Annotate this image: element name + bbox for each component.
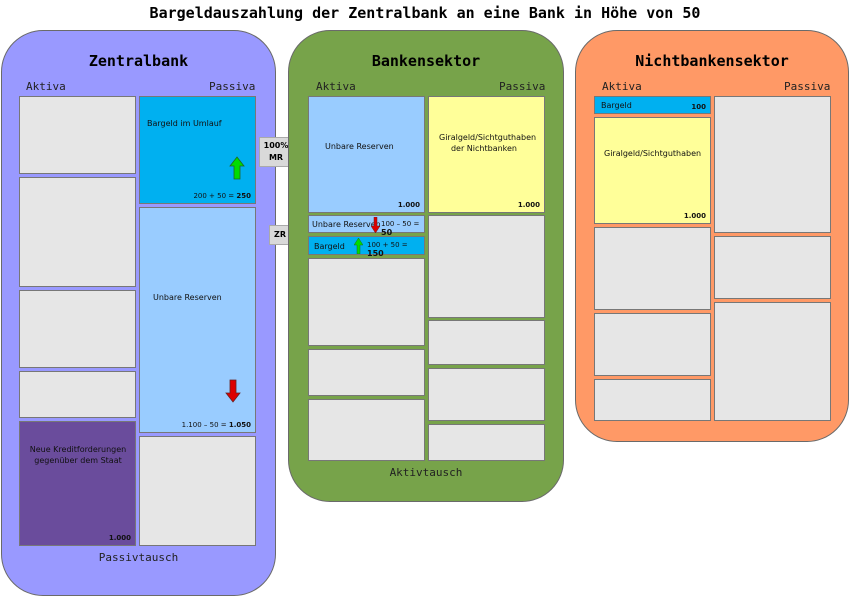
nb-giralgeld-box: Giralgeld/Sichtguthaben 1.000 <box>594 117 711 224</box>
mr-tag: 100% MR <box>259 137 293 167</box>
bs-giralgeld-box: Giralgeld/Sichtguthaben der Nichtbanken … <box>428 96 545 213</box>
nb-passiva-box-empty-2 <box>714 236 831 299</box>
nb-bargeld-value: 100 <box>691 103 706 111</box>
zb-reserven-calc: 1.100 – 50 = 1.050 <box>181 421 251 429</box>
nichtbanken-aktiva-label: Aktiva <box>602 80 642 93</box>
arrow-up-icon <box>354 238 363 254</box>
bs-passiva-box-empty-3 <box>428 368 545 421</box>
bankensektor-footer: Aktivtausch <box>389 466 463 479</box>
bs-zr-reserven-calc: 100 – 50 = 50 <box>381 220 420 237</box>
nb-bargeld-box: Bargeld 100 <box>594 96 711 114</box>
bs-aktiva-box-empty-2 <box>308 349 425 396</box>
zb-aktiva-box-4 <box>19 371 136 418</box>
nb-aktiva-box-empty-2 <box>594 313 711 376</box>
bs-passiva-box-empty-4 <box>428 424 545 461</box>
bs-reserven-label: Unbare Reserven <box>325 142 394 151</box>
mr-tag-line1: 100% <box>263 141 289 150</box>
arrow-down-icon <box>225 379 241 403</box>
bs-zr-reserven-label: Unbare Reserven <box>312 220 381 229</box>
zr-tag-label: ZR <box>274 230 286 239</box>
bankensektor-aktiva-label: Aktiva <box>316 80 356 93</box>
bankensektor-title: Bankensektor <box>371 52 481 70</box>
bs-aktiva-box-empty-3 <box>308 399 425 461</box>
zentralbank-footer: Passivtausch <box>98 551 179 564</box>
zb-reserven-label: Unbare Reserven <box>153 293 222 302</box>
bs-passiva-box-empty-1 <box>428 215 545 318</box>
bs-passiva-box-empty-2 <box>428 320 545 365</box>
zentralbank-aktiva-label: Aktiva <box>26 80 66 93</box>
bs-bargeld-label: Bargeld <box>314 242 345 251</box>
zb-kredit-value: 1.000 <box>108 534 131 542</box>
nb-giral-value: 1.000 <box>683 212 706 220</box>
zb-bargeld-calc: 200 + 50 = 250 <box>193 192 251 200</box>
zentralbank-passiva-label: Passiva <box>209 80 256 93</box>
zb-bargeld-label: Bargeld im Umlauf <box>147 119 222 128</box>
nichtbanken-title: Nichtbankensektor <box>635 52 789 70</box>
bankensektor-passiva-label: Passiva <box>499 80 546 93</box>
nb-aktiva-box-empty-1 <box>594 227 711 310</box>
zb-unbare-reserven-box: Unbare Reserven 1.100 – 50 = 1.050 <box>139 207 256 433</box>
mr-tag-line2: MR <box>268 153 284 162</box>
bs-giral-value: 1.000 <box>517 201 540 209</box>
zb-kredit-label: Neue Kreditforderungen gegenüber dem Sta… <box>29 445 127 465</box>
zb-aktiva-box-2 <box>19 177 136 287</box>
zb-kreditforderungen-box: Neue Kreditforderungen gegenüber dem Sta… <box>19 421 136 546</box>
nb-aktiva-box-empty-3 <box>594 379 711 421</box>
zb-aktiva-box-3 <box>19 290 136 368</box>
bs-reserven-value: 1.000 <box>397 201 420 209</box>
zentralbank-title: Zentralbank <box>88 52 189 70</box>
bs-unbare-reserven-box: Unbare Reserven 1.000 <box>308 96 425 213</box>
nb-passiva-box-empty-1 <box>714 96 831 233</box>
bs-giral-label: Giralgeld/Sichtguthaben der Nichtbanken <box>439 133 537 153</box>
bs-zr-reserven-box: Unbare Reserven 100 – 50 = 50 <box>308 215 425 237</box>
zb-passiva-box-empty <box>139 436 256 546</box>
zb-aktiva-box-1 <box>19 96 136 174</box>
arrow-up-icon <box>229 156 245 180</box>
page-title: Bargeldauszahlung der Zentralbank an ein… <box>149 4 701 22</box>
nb-giral-label: Giralgeld/Sichtguthaben <box>604 149 702 158</box>
bs-bargeld-calc: 100 + 50 = 150 <box>367 241 408 258</box>
bs-bargeld-box: Bargeld 100 + 50 = 150 <box>308 236 425 258</box>
nb-passiva-box-empty-3 <box>714 302 831 421</box>
arrow-down-icon <box>371 217 380 233</box>
zb-bargeld-umlauf-box: Bargeld im Umlauf 200 + 50 = 250 <box>139 96 256 204</box>
zr-tag: ZR <box>269 225 291 245</box>
nichtbanken-passiva-label: Passiva <box>784 80 831 93</box>
nb-bargeld-label: Bargeld <box>601 101 632 110</box>
bs-aktiva-box-empty-1 <box>308 258 425 346</box>
